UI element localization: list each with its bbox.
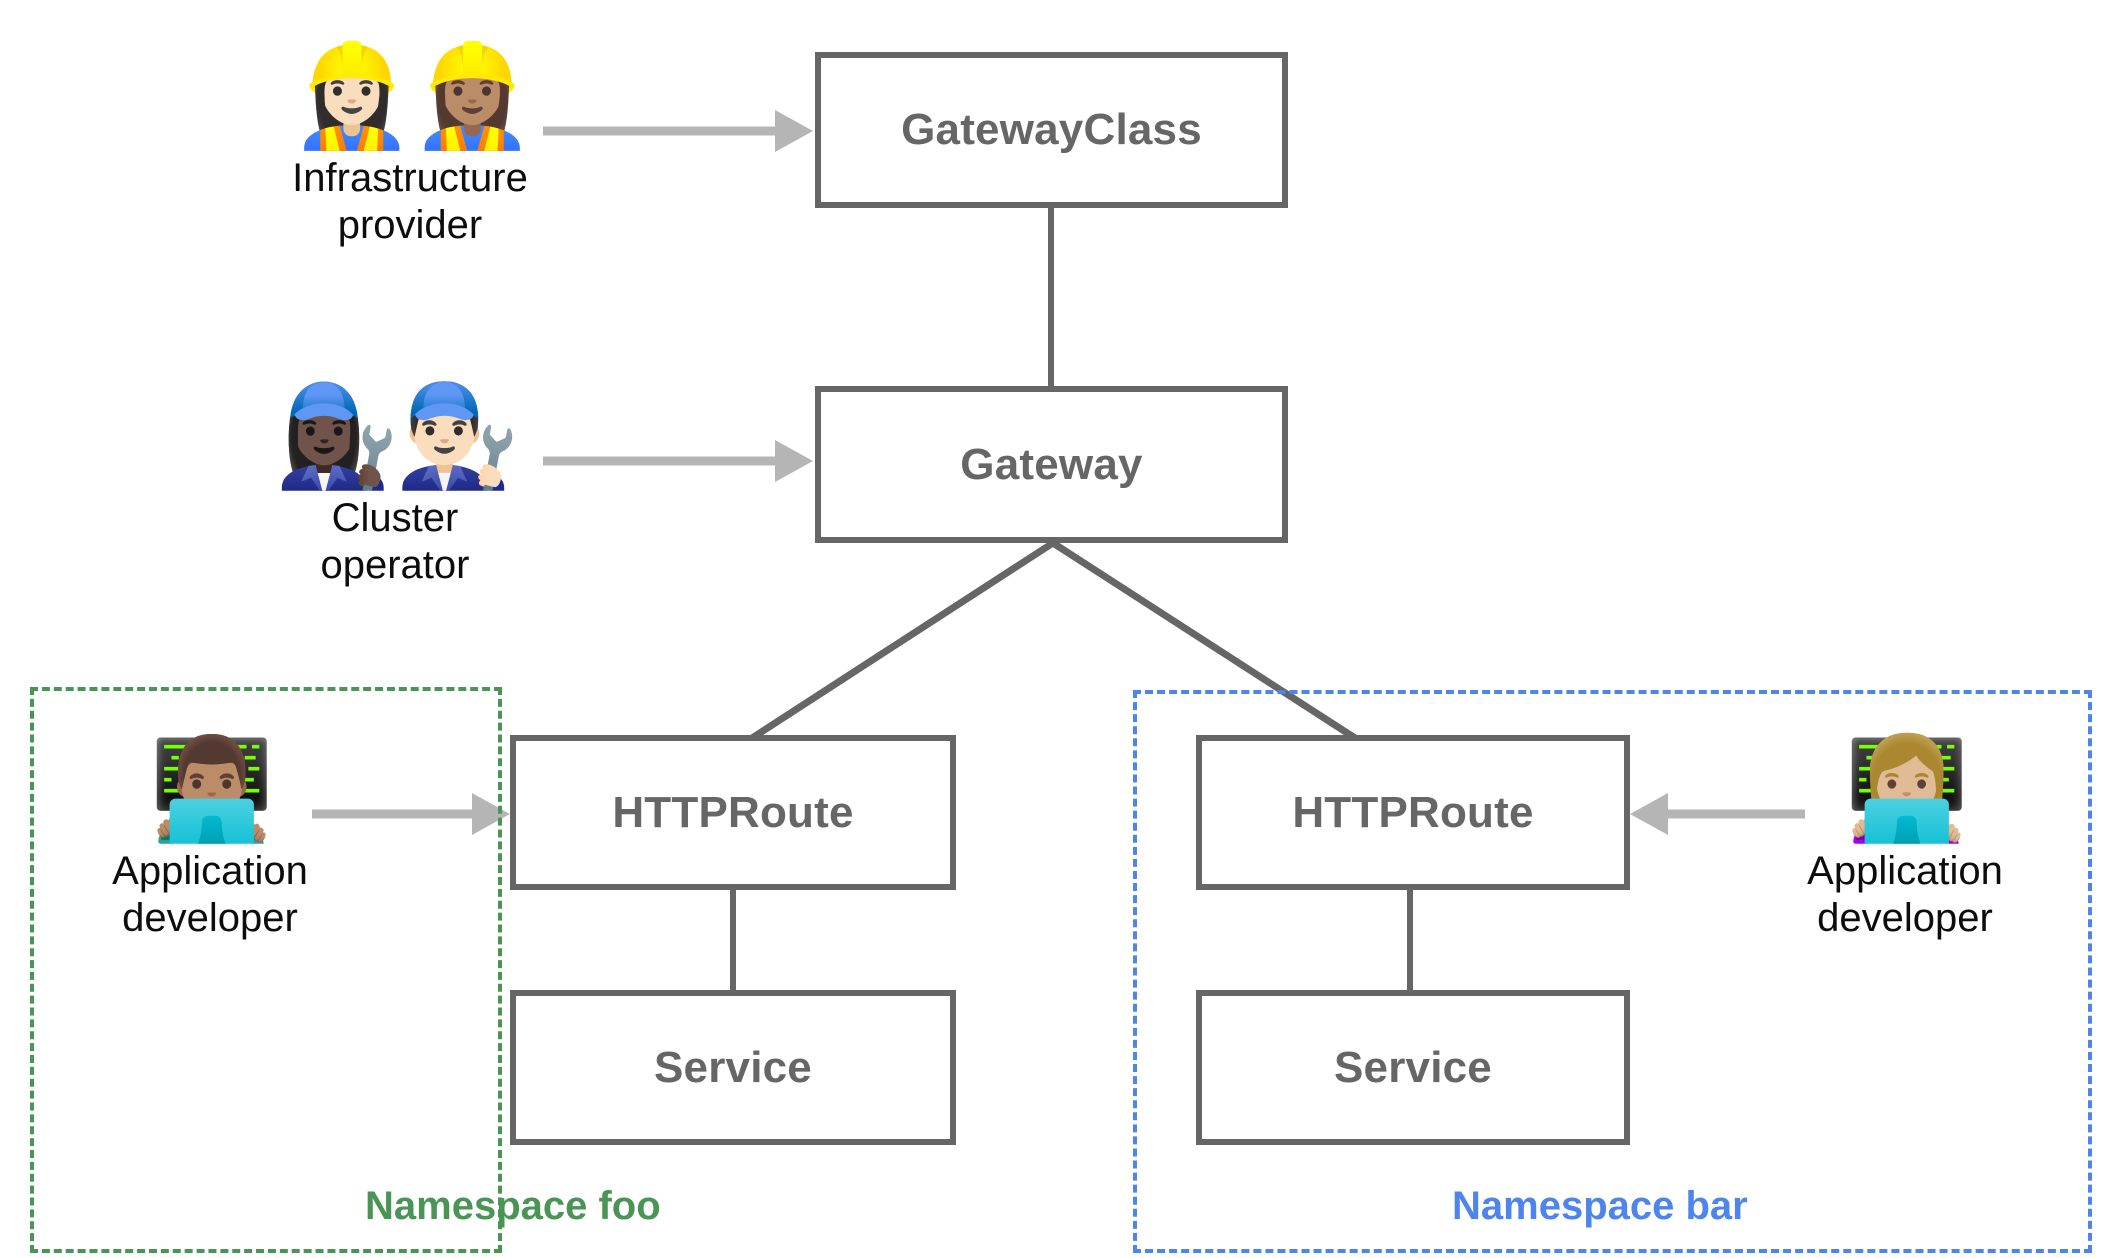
node-httproute-foo-label: HTTPRoute [612, 787, 854, 837]
namespace-foo-container [30, 687, 502, 1253]
node-gatewayclass[interactable]: GatewayClass [815, 52, 1288, 208]
arrow-infrastructure-to-gatewayclass [543, 110, 813, 152]
node-gateway[interactable]: Gateway [815, 386, 1288, 543]
developer-laptop-icon: 👨🏽‍💻 [149, 730, 274, 847]
actor-cluster-operator-caption: Cluster operator [320, 496, 470, 588]
mechanics-icon: 👩🏿‍🔧👨🏻‍🔧 [274, 377, 519, 494]
arrow-developer-bar-to-httproute [1630, 793, 1805, 835]
actor-application-developer-foo-caption: Application developer [112, 849, 308, 941]
arrow-developer-foo-to-httproute [312, 793, 510, 835]
actor-application-developer-bar: 👩🏼‍💻 Application developer [1790, 738, 2020, 942]
node-gateway-label: Gateway [960, 439, 1143, 489]
connector-gateway-httproute-bar [1051, 540, 1357, 741]
actor-application-developer-foo: 👨🏽‍💻 Application developer [95, 738, 325, 942]
node-httproute-foo[interactable]: HTTPRoute [510, 735, 956, 890]
node-service-foo[interactable]: Service [510, 990, 956, 1145]
actor-infrastructure-provider: 👷🏻‍♀️👷🏽‍♀️ Infrastructure provider [280, 45, 540, 249]
node-httproute-bar-label: HTTPRoute [1292, 787, 1534, 837]
node-service-bar[interactable]: Service [1196, 990, 1630, 1145]
node-httproute-bar[interactable]: HTTPRoute [1196, 735, 1630, 890]
arrow-cluster-operator-to-gateway [543, 440, 813, 482]
namespace-foo-label: Namespace foo [365, 1184, 661, 1228]
node-service-bar-label: Service [1334, 1042, 1492, 1092]
connector-gateway-httproute-foo [750, 540, 1055, 741]
construction-workers-icon: 👷🏻‍♀️👷🏽‍♀️ [289, 37, 534, 154]
node-gatewayclass-label: GatewayClass [901, 105, 1202, 154]
actor-cluster-operator: 👩🏿‍🔧👨🏻‍🔧 Cluster operator [270, 385, 520, 589]
namespace-bar-label: Namespace bar [1452, 1184, 1748, 1228]
actor-infrastructure-provider-caption: Infrastructure provider [292, 156, 528, 248]
actor-application-developer-bar-caption: Application developer [1807, 849, 2003, 941]
namespace-bar-container [1133, 690, 2092, 1253]
developer-laptop-icon: 👩🏼‍💻 [1844, 730, 1969, 847]
node-service-foo-label: Service [654, 1042, 812, 1092]
